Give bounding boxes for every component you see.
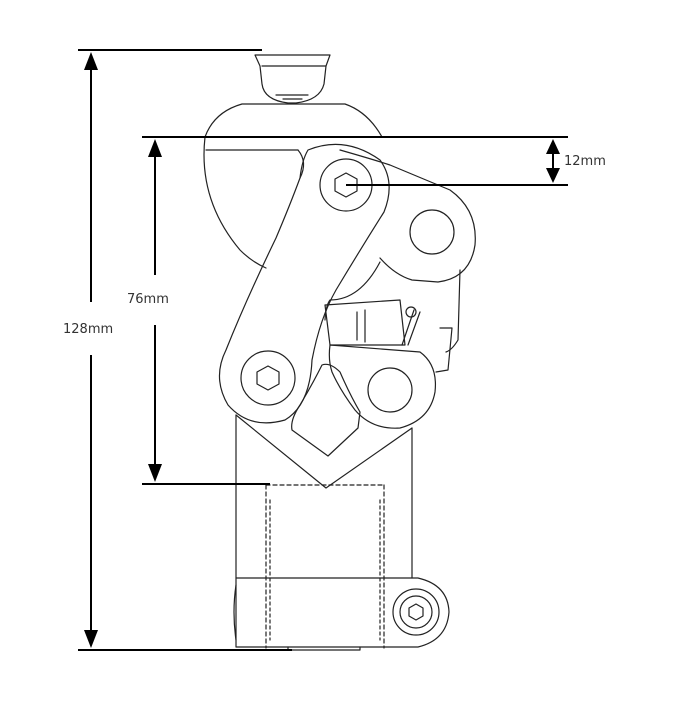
total-height-label: 128mm (61, 322, 116, 338)
pylon-tube (235, 414, 413, 649)
dimension-128mm (78, 49, 292, 651)
chassis-v (235, 414, 413, 489)
pyramid-adapter (254, 54, 331, 104)
front-link (218, 143, 390, 424)
center-height-label: 76mm (125, 292, 171, 308)
lower-link-body (291, 344, 437, 457)
offset-label: 12mm (562, 154, 608, 170)
dimension-76mm (142, 136, 568, 485)
rear-link (324, 149, 476, 321)
inner-cylinder (324, 269, 461, 373)
dimension-12mm (346, 139, 568, 186)
bottom-clamp (233, 577, 450, 651)
